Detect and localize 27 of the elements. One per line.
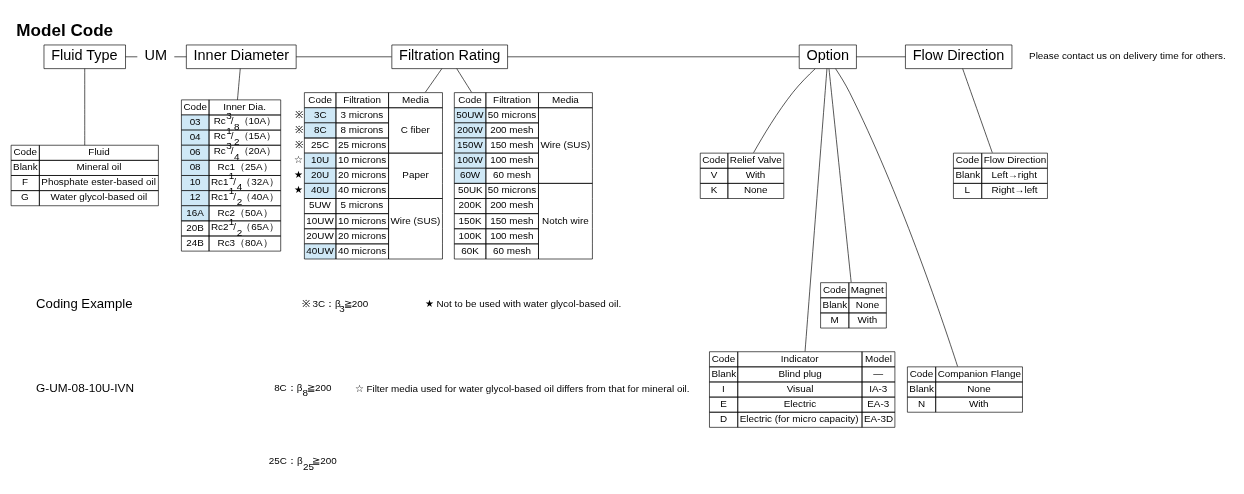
node-label: ※ [295,108,304,120]
node-label: ※ [295,123,304,135]
label: Coding Example [36,295,133,311]
node-box: Fluid Type [43,44,126,69]
node-box: Inner Diameter [186,44,297,69]
connector [804,67,828,352]
node-text: UM [144,46,168,63]
node-label: ★ [293,168,303,180]
connector [835,67,958,367]
node-label: ☆ [293,153,303,165]
node-box: Option [798,44,857,69]
node-label: ★ [293,183,303,195]
connector [828,67,852,283]
connector [856,55,906,57]
connector [125,55,138,57]
label: ☆ Filter media used for water glycol-based oil differs from that for mineral oil. [354,382,690,394]
node-box: Flow Direction [905,44,1013,69]
node-label: ※ [295,138,304,150]
connector [962,67,993,153]
connector [507,55,800,57]
label: Please contact us on delivery time for others. [1029,49,1226,61]
diagram-title: Model Code [16,20,114,40]
node-box: Filtration Rating [391,44,508,69]
connector [237,67,241,100]
label: G-UM-08-10U-IVN [36,380,135,395]
label: ★ Not to be used with water glycol-based oil. [424,297,622,309]
connector [753,67,816,153]
